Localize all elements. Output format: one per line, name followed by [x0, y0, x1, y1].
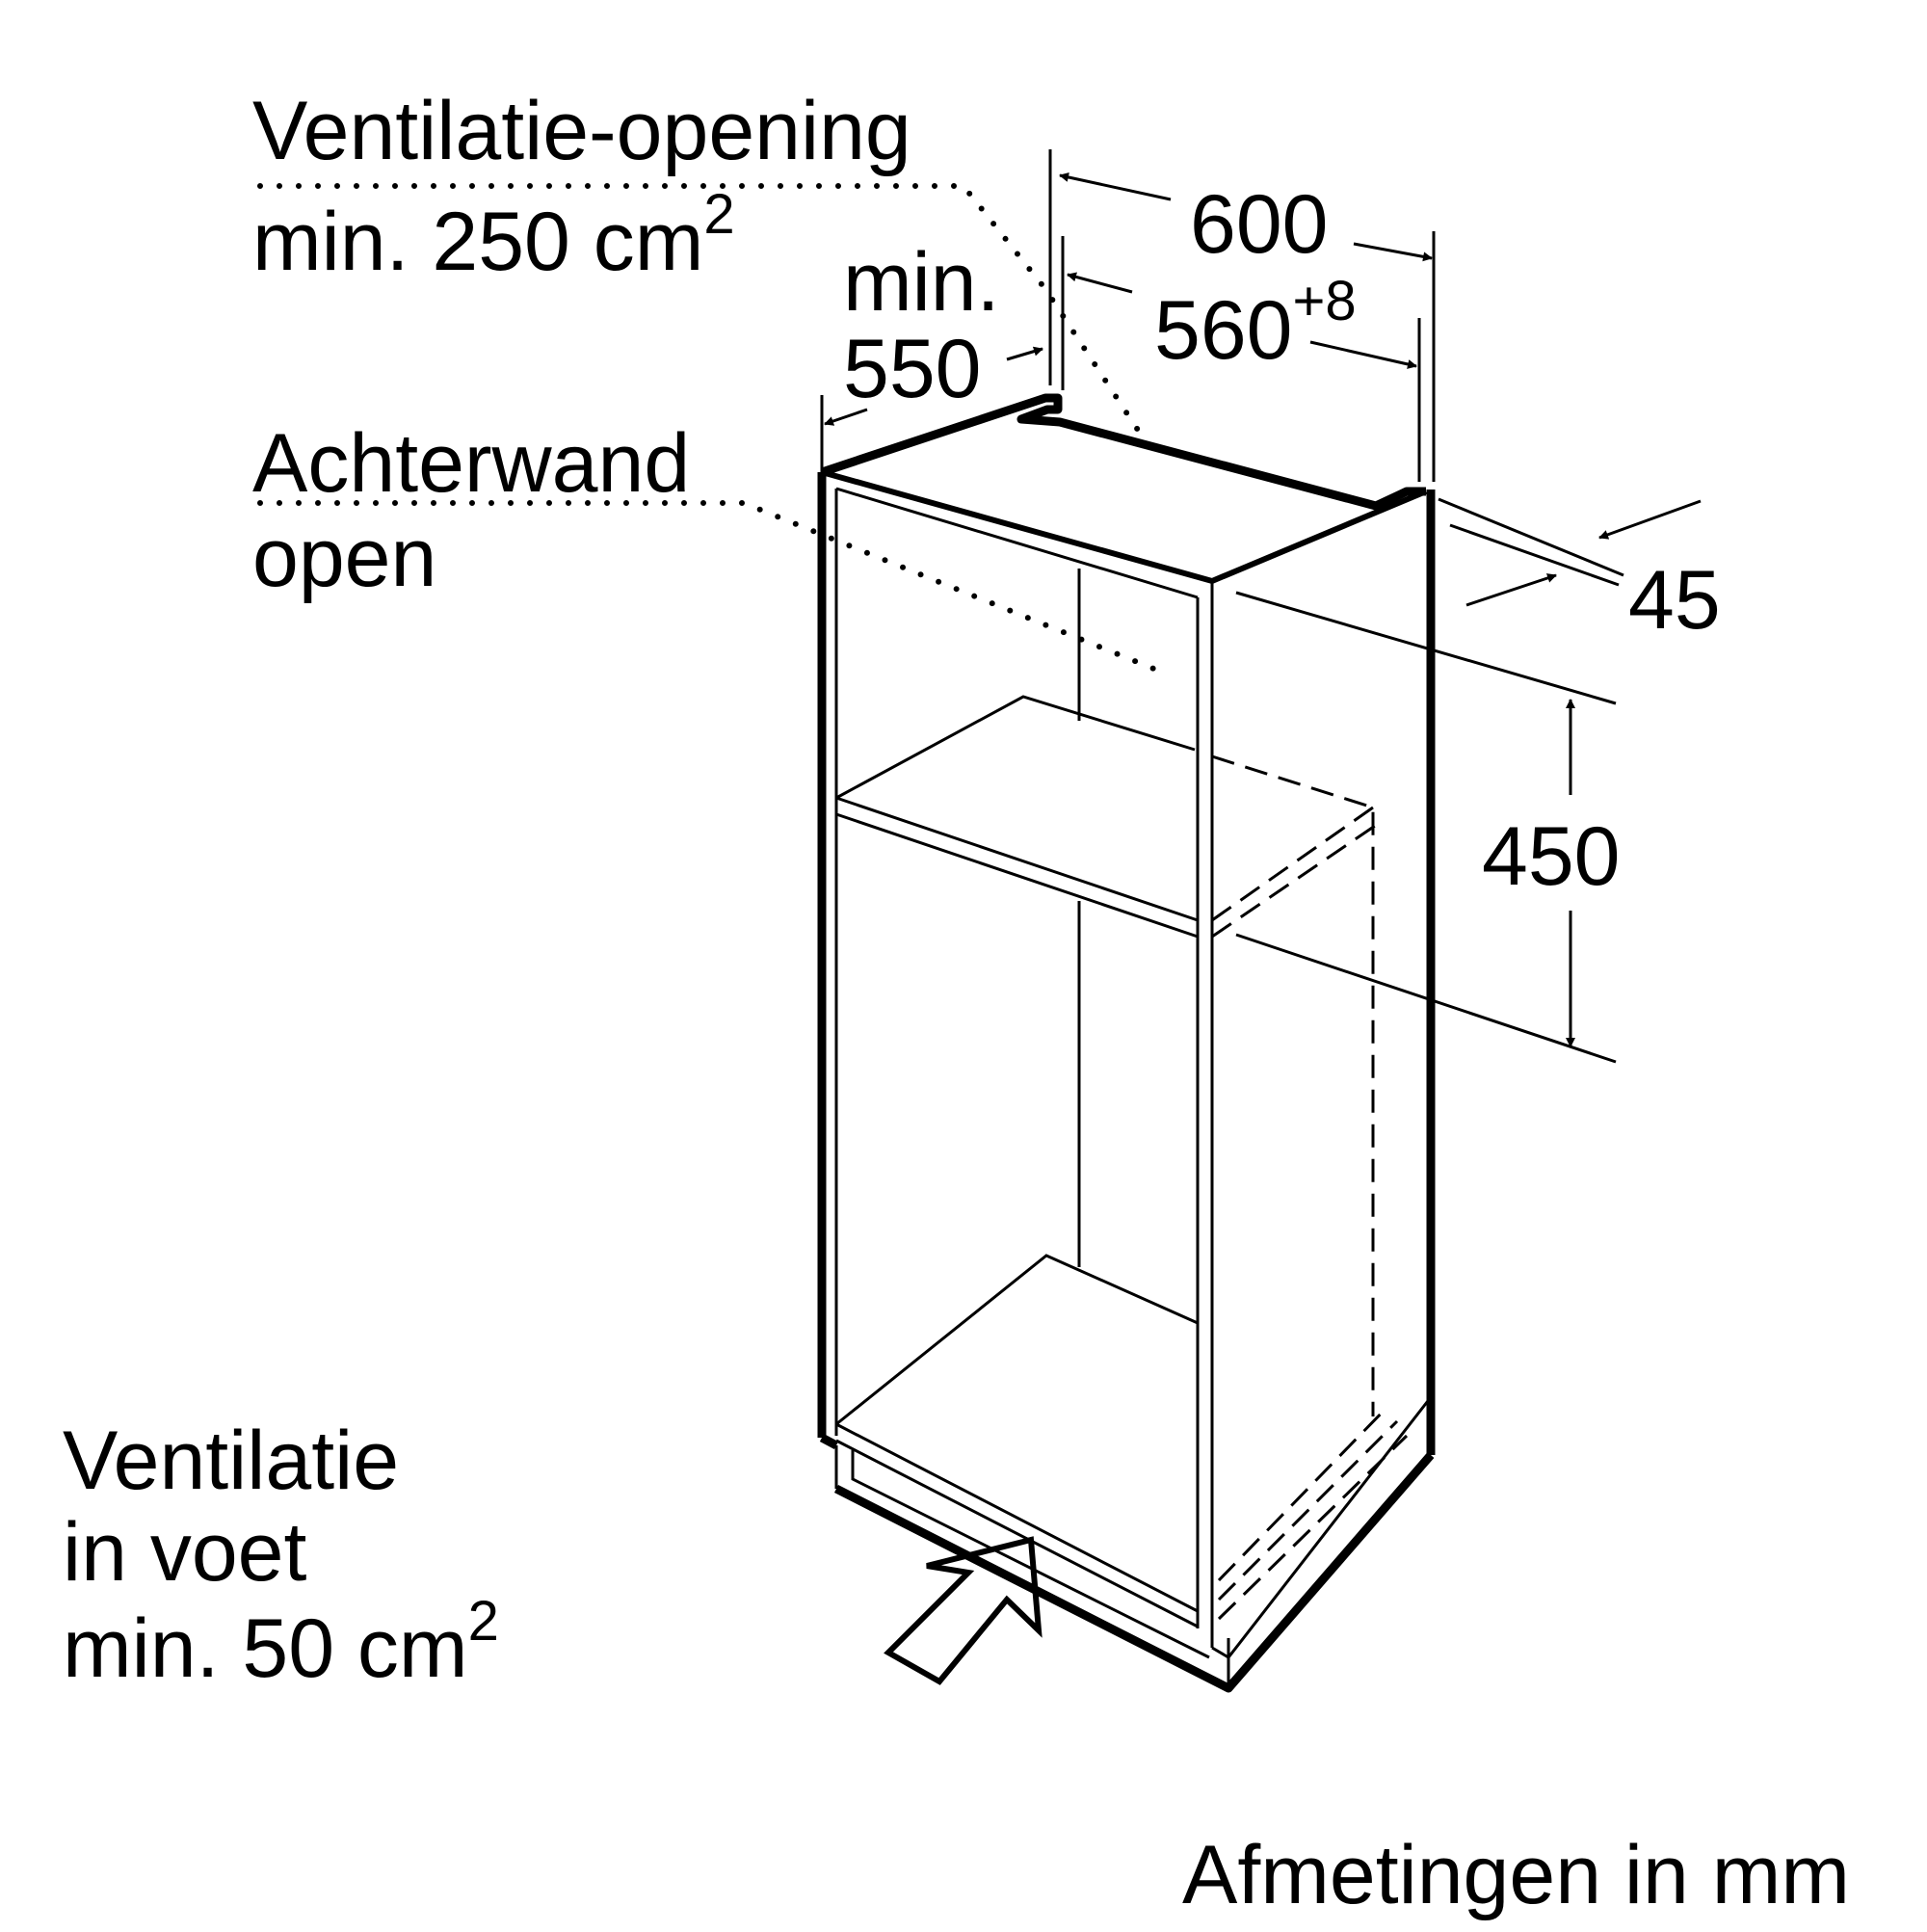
shelf-front-edge [835, 796, 1199, 922]
inner-top-edge [835, 487, 1199, 599]
airflow-arrow-icon [884, 1536, 1043, 1685]
dim-600-label: 600 [1190, 178, 1329, 271]
vent-bottom-area-sup: 2 [468, 1590, 499, 1653]
shelf-hidden-edge-2 [1211, 822, 1379, 939]
cabinet-drawing [817, 393, 1436, 1693]
rear-wall-status: open [252, 512, 436, 604]
vent-top-area-sup: 2 [703, 183, 734, 246]
shelf-back-edge [835, 695, 1196, 800]
dim-550-prefix: min. [843, 236, 999, 329]
base-corner [819, 1434, 839, 1449]
cabinet-top-back-edge [820, 393, 1426, 511]
dim-600-arrow-right [1353, 242, 1433, 262]
vent-top-area-value: min. 250 cm [252, 196, 703, 288]
dim-560-arrow-right [1309, 340, 1417, 369]
floor-back-edge [835, 1254, 1199, 1426]
ext-line-45-b [1449, 523, 1620, 587]
floor-front-lower-edge [835, 1439, 1199, 1628]
dim-560-value: 560 [1154, 284, 1293, 377]
dim-550-arrow-left [824, 408, 868, 426]
vent-bottom-area: min. 50 cm2 [63, 1590, 499, 1695]
base-bottom-edge [833, 1452, 1435, 1693]
ext-line-45-a [1438, 497, 1624, 577]
rear-wall-leader [257, 500, 1159, 673]
shelf-front-lower-edge [835, 812, 1199, 939]
dim-560-label: 560+8 [1154, 270, 1357, 377]
units-note: Afmetingen in mm [1182, 1829, 1850, 1921]
dim-560-tolerance: +8 [1293, 270, 1357, 332]
vent-top-title: Ventilatie-opening [252, 85, 911, 177]
text-labels: Ventilatie-opening min. 250 cm2 Achterwa… [63, 85, 1850, 1921]
ext-line-450-bottom [1235, 933, 1617, 1064]
vent-top-area: min. 250 cm2 [252, 183, 735, 288]
rear-wall-title: Achterwand [252, 417, 690, 510]
vent-top-leader [257, 183, 1149, 446]
vent-bottom-area-value: min. 50 cm [63, 1602, 468, 1695]
dim-450-label: 450 [1482, 810, 1621, 903]
leader-lines [257, 183, 1159, 673]
base-side-edge [1211, 1396, 1433, 1659]
vent-bottom-location: in voet [63, 1506, 306, 1599]
floor-hidden-edge-1 [1217, 1405, 1389, 1582]
dim-560-arrow-left [1067, 272, 1133, 294]
shelf-hidden-edge-1 [1211, 806, 1374, 922]
floor-front-edge [835, 1422, 1199, 1613]
floor-hidden-edge-2 [1217, 1419, 1399, 1601]
base-inner-edge [851, 1450, 1210, 1659]
dim-45-label: 45 [1628, 554, 1721, 647]
dimension-lines [820, 149, 1702, 1064]
dim-550-arrow-right [1006, 346, 1043, 361]
vent-bottom-title: Ventilatie [63, 1415, 399, 1507]
ext-line-450-top [1235, 591, 1617, 705]
hidden-side-edge [1211, 754, 1375, 1416]
dim-45-arrow-top [1598, 499, 1702, 540]
dim-550-label: 550 [843, 323, 982, 415]
cabinet-top-front-edge [821, 469, 1428, 585]
dim-45-arrow-bottom [1465, 573, 1557, 607]
dim-600-arrow-left [1059, 172, 1172, 201]
